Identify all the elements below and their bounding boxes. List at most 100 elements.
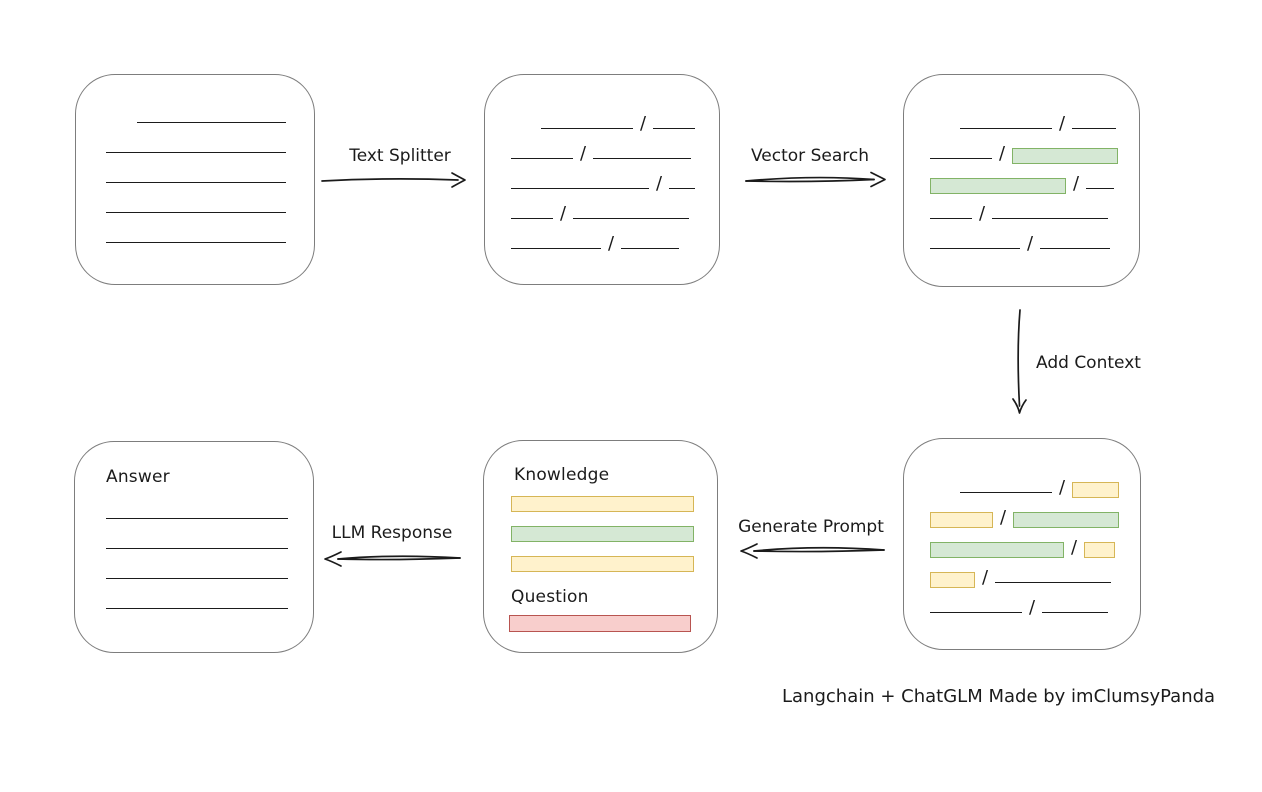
slash-separator: / [1029,597,1036,618]
text-line [106,608,288,609]
slash-separator: / [999,143,1006,164]
text-line [541,128,633,129]
chunk-row [106,496,293,526]
add-context-label: Add Context [1036,353,1141,373]
text-line [106,518,288,519]
chunk-row: / [511,166,699,196]
text-line [573,218,690,219]
context-chunk-rows: / / / / / [930,470,1120,620]
text-line [106,578,288,579]
slash-separator: / [580,143,587,164]
text-line [106,548,288,549]
highlighted-chunk-green [930,178,1066,194]
source-document-box [75,74,315,285]
text-line [960,128,1052,129]
text-line [621,248,680,249]
add-context-arrow-icon [1012,309,1027,414]
vector-search-arrow-icon [745,171,886,188]
chunk-row [106,130,294,160]
chunk-row [106,586,293,616]
chunk-row: / [930,166,1119,196]
split-chunk-rows: / / / / / [511,106,699,256]
llm-response-label: LLM Response [331,523,453,543]
chunk-row: / [930,226,1119,256]
knowledge-bar-yellow [511,556,694,572]
text-line [992,218,1109,219]
chunk-row: / [930,136,1119,166]
text-line [511,248,601,249]
chunk-row [106,526,293,556]
text-splitter-label: Text Splitter [349,146,451,166]
chunk-row: / [930,500,1120,530]
chunk-row: / [511,196,699,226]
chunk-row: / [511,226,699,256]
answer-box: Answer [74,441,314,653]
chunk-row: / [930,470,1120,500]
highlighted-chunk-green [1013,512,1120,528]
vector-search-label: Vector Search [751,146,869,166]
document-lines [106,100,294,250]
chunk-row: / [930,106,1119,136]
text-splitter-arrow-icon [321,172,466,188]
slash-separator: / [1059,477,1066,498]
slash-separator: / [979,203,986,224]
highlighted-chunk-yellow [1084,542,1116,558]
text-line [511,188,649,189]
text-line [1040,248,1111,249]
slash-separator: / [1071,537,1078,558]
highlighted-chunk-yellow [930,572,975,588]
context-chunks-box: / / / / / [903,438,1141,650]
text-line [106,182,286,183]
prompt-box: Knowledge Question [483,440,718,653]
chunk-row [106,190,294,220]
text-line [106,152,286,153]
chunk-row [106,100,294,130]
slash-separator: / [982,567,989,588]
chunk-row: / [930,530,1120,560]
text-line [106,242,286,243]
text-line [106,212,286,213]
text-line [1072,128,1117,129]
knowledge-label: Knowledge [514,465,610,485]
chunk-row: / [511,106,699,136]
text-line [653,128,696,129]
generate-prompt-arrow-icon [740,543,885,559]
answer-lines [106,496,293,616]
highlighted-chunk-yellow [1072,482,1120,498]
question-label: Question [511,587,589,607]
chunk-row: / [930,590,1120,620]
chunk-row [106,220,294,250]
slash-separator: / [608,233,615,254]
slash-separator: / [1073,173,1080,194]
generate-prompt-label: Generate Prompt [738,517,884,537]
chunk-row [106,556,293,586]
highlighted-chunk-green [930,542,1064,558]
knowledge-bars [511,496,694,586]
text-line [593,158,692,159]
text-line [511,218,553,219]
chunk-row [106,160,294,190]
question-bars [509,615,691,646]
slash-separator: / [640,113,647,134]
llm-response-arrow-icon [324,551,461,567]
credit-caption: Langchain + ChatGLM Made by imClumsyPand… [782,686,1216,707]
knowledge-bar-green [511,526,694,542]
text-line [930,218,972,219]
vector-result-rows: / / / / / [930,106,1119,256]
slash-separator: / [1000,507,1007,528]
text-line [137,122,286,123]
chunk-row: / [511,136,699,166]
slash-separator: / [1059,113,1066,134]
slash-separator: / [1027,233,1034,254]
question-bar-red [509,615,691,632]
vector-search-result-box: / / / / / [903,74,1140,287]
text-line [511,158,573,159]
chunk-row: / [930,560,1120,590]
text-line [960,492,1052,493]
highlighted-chunk-green [1012,148,1119,164]
slash-separator: / [656,173,663,194]
text-line [669,188,696,189]
slash-separator: / [560,203,567,224]
text-line [930,248,1020,249]
